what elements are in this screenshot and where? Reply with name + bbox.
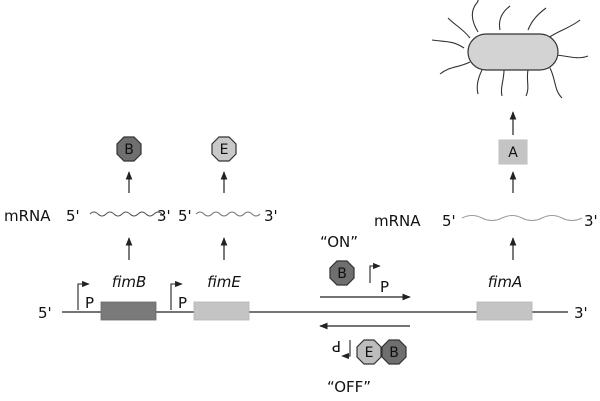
mrna-e-transcript (195, 211, 261, 217)
gene-fimA-label: fimA (488, 273, 523, 291)
promoter-arrow-icon: P (170, 280, 187, 312)
gene-fimB-box (100, 301, 157, 321)
mrna-b-five-prime: 5' (66, 207, 80, 225)
switch-on-label: “ON” (320, 233, 358, 251)
octagon-protein-icon: E (356, 339, 382, 365)
switch-on-protein: B (337, 266, 347, 282)
mrna-label-right: mRNA (374, 212, 421, 230)
switch-on-promoter: P (380, 278, 389, 296)
gene-fimA-box (476, 301, 533, 321)
dna-three-prime: 3' (574, 304, 588, 322)
dna-five-prime: 5' (38, 304, 52, 322)
switch-off-label: “OFF” (327, 378, 371, 396)
promoter-label-fimE: P (178, 294, 187, 312)
gene-fimE-label: fimE (207, 273, 241, 291)
promoter-arrow-icon: P (332, 337, 351, 360)
protein-b-label: B (124, 142, 134, 158)
switch-off-protein-b: B (389, 345, 399, 361)
mrna-a-three-prime: 3' (584, 212, 598, 230)
bacterium-body (467, 33, 559, 71)
promoter-label-fimB: P (85, 294, 94, 312)
octagon-protein-icon: B (329, 260, 355, 286)
gene-fimB-label: fimB (112, 273, 147, 291)
fimbriae (431, 0, 589, 99)
mrna-e-five-prime: 5' (178, 207, 192, 225)
mrna-b-three-prime: 3' (157, 207, 171, 225)
protein-e-icon: E (211, 136, 237, 162)
promoter-arrow-icon: P (369, 262, 389, 296)
protein-a-box: A (498, 139, 528, 165)
fimbriated-bacterium-icon (431, 0, 589, 99)
protein-e-label: E (220, 142, 229, 158)
switch-off-protein-e: E (365, 345, 374, 361)
promoter-arrow-icon: P (77, 280, 94, 312)
protein-b-icon: B (116, 136, 142, 162)
flow-arrows (125, 111, 517, 260)
protein-a-label: A (508, 145, 518, 161)
mrna-a-five-prime: 5' (442, 212, 456, 230)
switch-off-promoter: P (332, 337, 341, 355)
mrna-e-three-prime: 3' (264, 207, 278, 225)
mrna-b-transcript (89, 211, 163, 217)
mrna-a-transcript (461, 215, 583, 221)
gene-fimE-box (193, 301, 250, 321)
mrna-label-left: mRNA (4, 207, 51, 225)
octagon-protein-icon: B (381, 339, 407, 365)
